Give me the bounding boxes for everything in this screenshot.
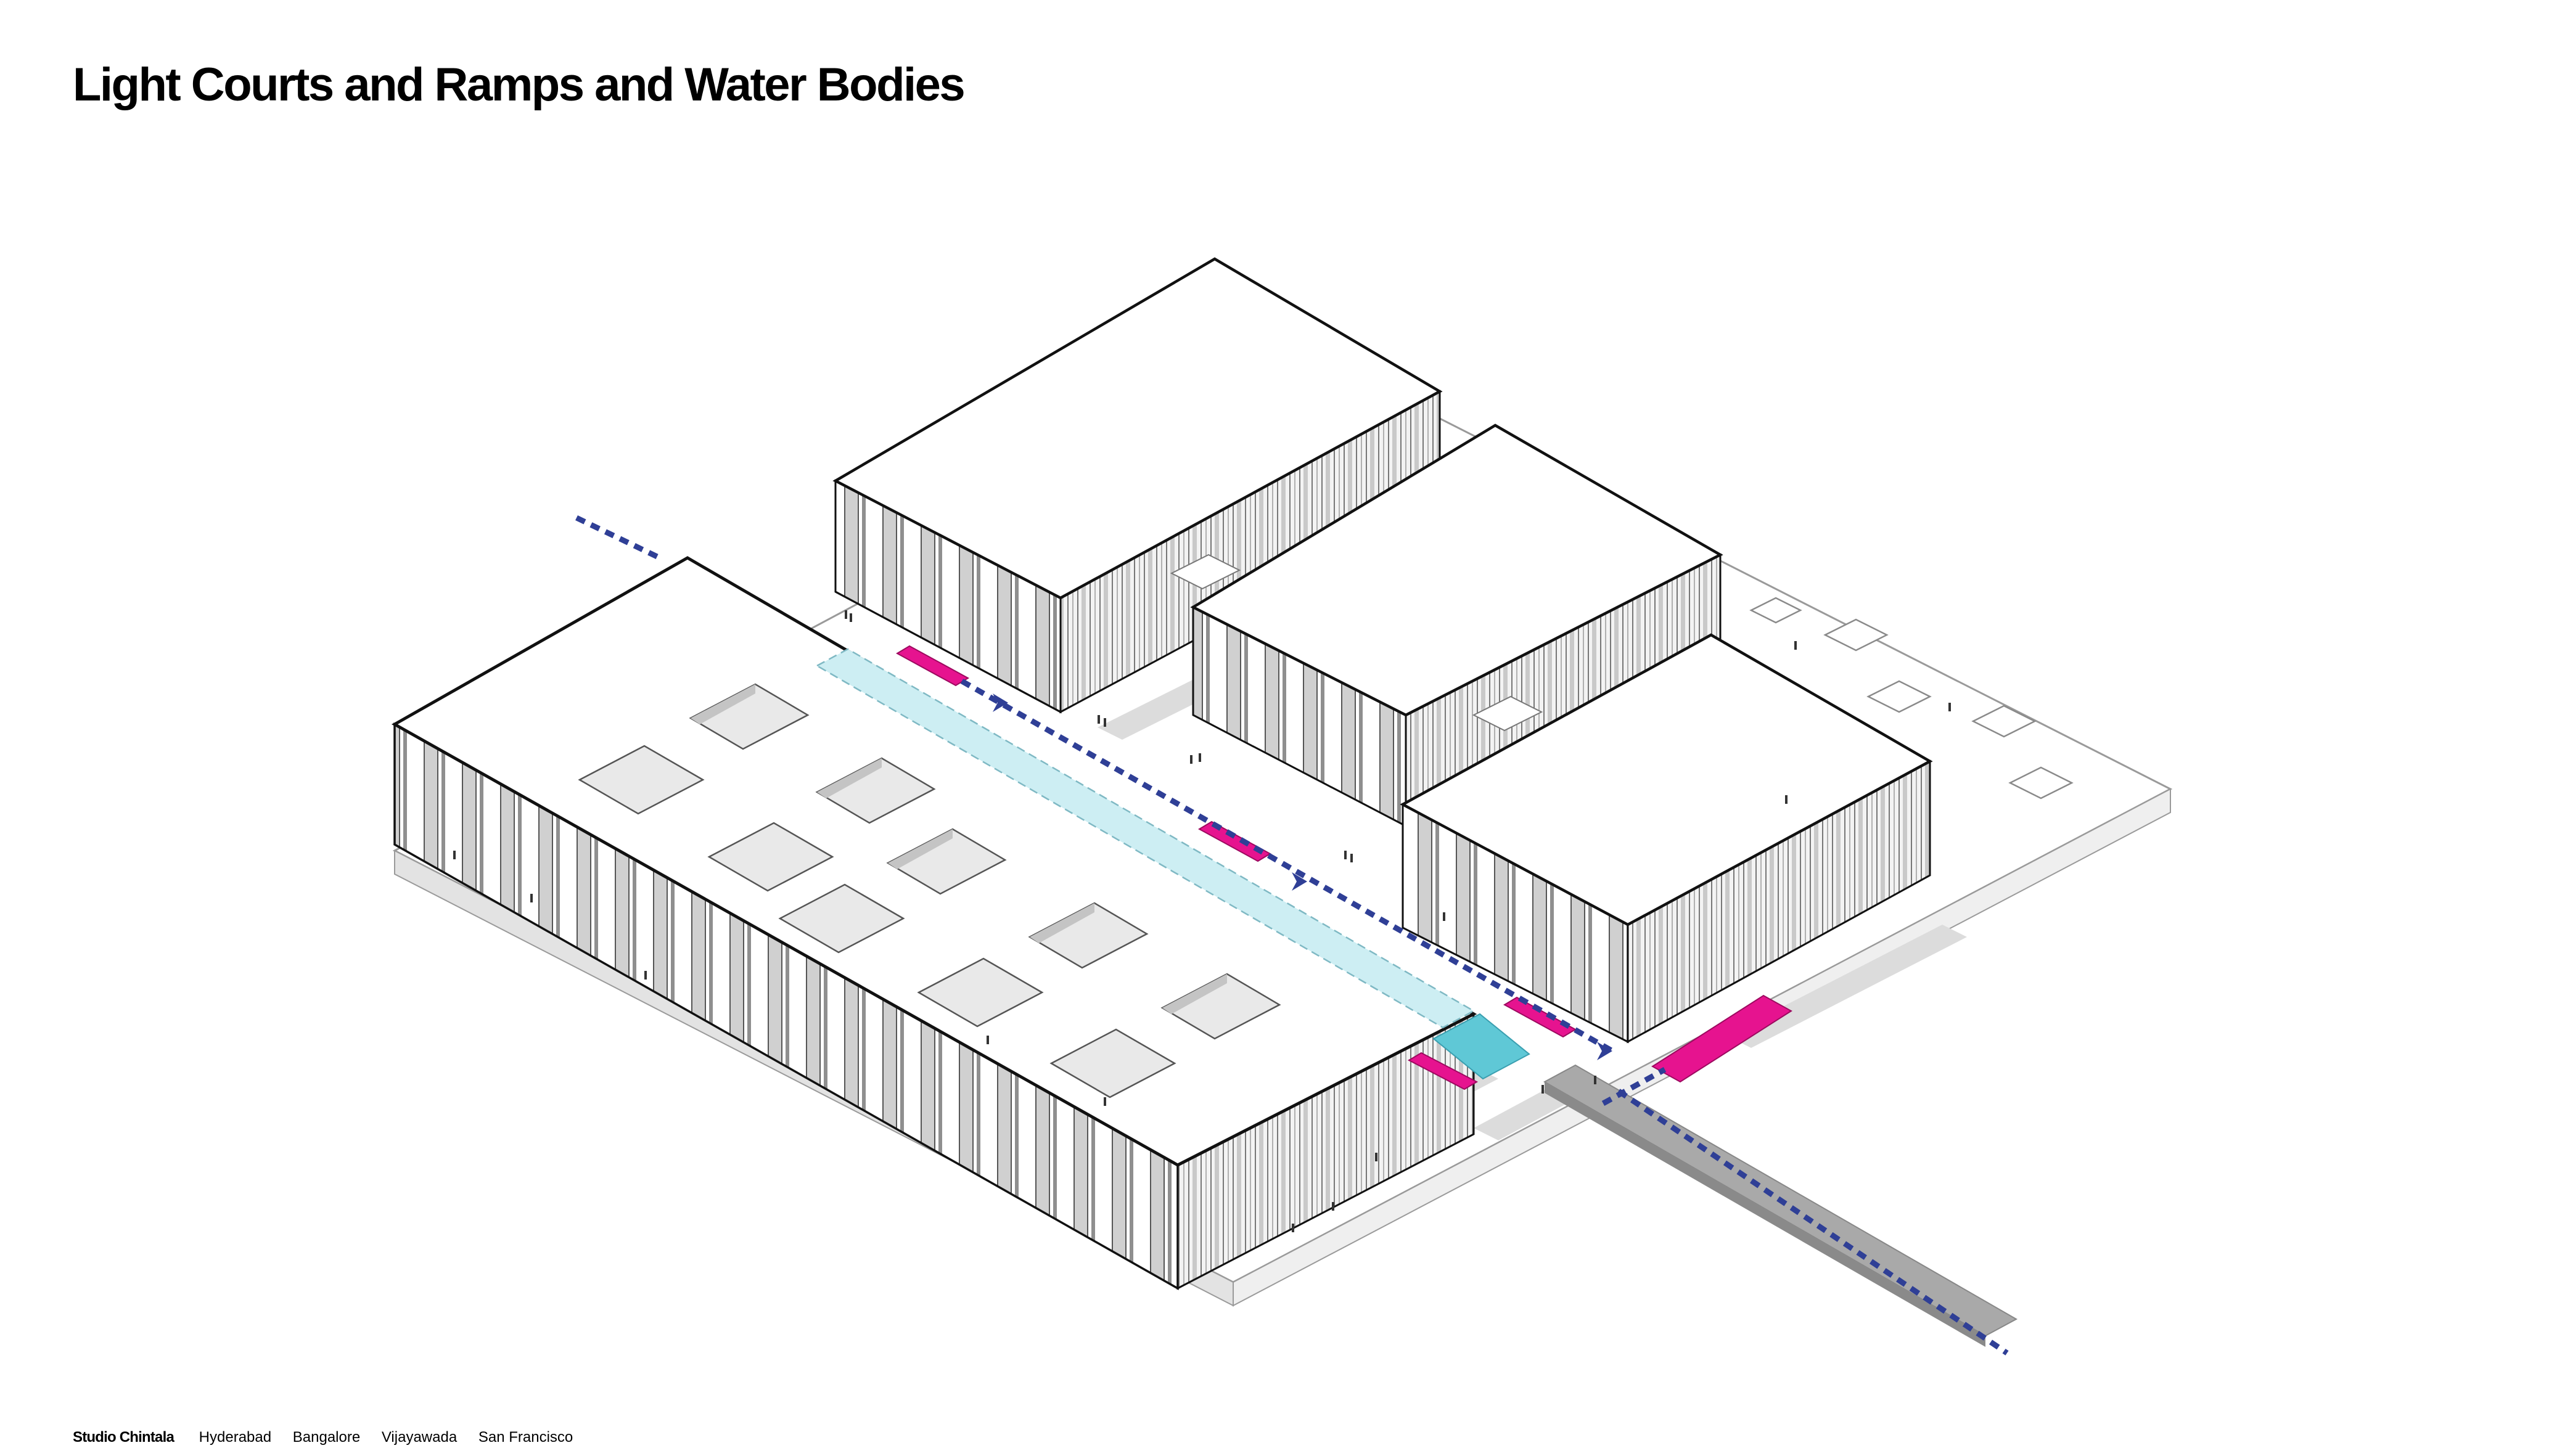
ramps	[895, 645, 1792, 1090]
water-body	[1432, 1013, 1530, 1080]
building-left	[391, 556, 1477, 1291]
building-front-right	[1400, 633, 1933, 1044]
chevron-right-icon	[993, 693, 1008, 712]
city-vijayawada: Vijayawada	[381, 1429, 458, 1446]
people-figures	[453, 610, 1951, 1232]
circulation-path	[575, 515, 2009, 1356]
page-title: Light Courts and Ramps and Water Bodies	[73, 59, 966, 111]
skylight-water-channel	[815, 648, 1476, 1029]
city-bangalore: Bangalore	[292, 1429, 361, 1446]
chevron-right-icon	[1597, 1042, 1612, 1060]
city-hyderabad: Hyderabad	[199, 1429, 272, 1446]
footer: Studio Chintala Hyderabad Bangalore Vija…	[73, 1429, 590, 1446]
light-court-shadows	[691, 684, 1227, 1014]
plaza-pads	[1749, 597, 2074, 800]
pedestrian-bridge	[1543, 1064, 2018, 1347]
light-courts	[578, 683, 1281, 1098]
city-san-francisco: San Francisco	[478, 1429, 573, 1446]
chevron-right-icon	[1292, 872, 1307, 891]
flow-arrows	[993, 693, 1612, 1060]
building-rear	[832, 257, 1443, 714]
studio-name: Studio Chintala	[73, 1429, 174, 1446]
